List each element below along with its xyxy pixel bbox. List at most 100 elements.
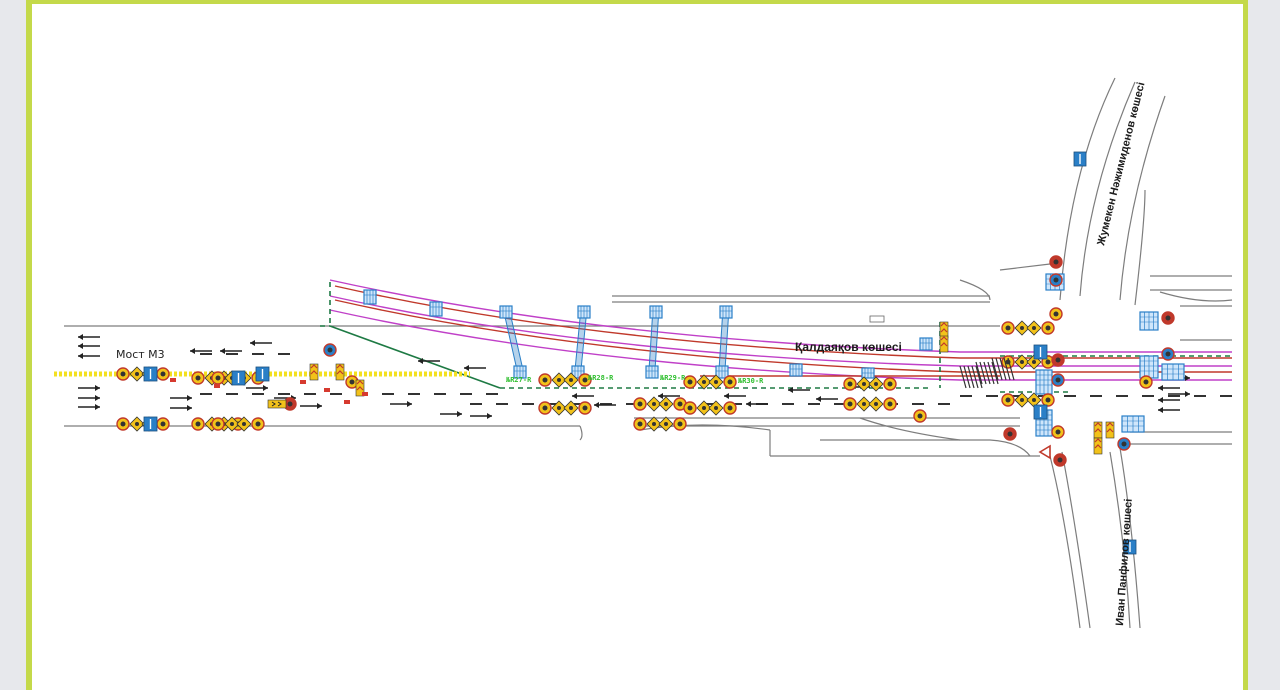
warning-sign-icon xyxy=(708,374,724,390)
warning-sign-icon xyxy=(1026,320,1042,336)
arrow-left-icon xyxy=(1158,385,1180,391)
speed-limit-icon xyxy=(1041,393,1055,407)
stop-label-r28: №R28-R xyxy=(587,374,614,382)
speed-limit-icon xyxy=(578,373,592,387)
info-sign-icon xyxy=(143,366,158,382)
arrow-right-icon xyxy=(470,413,492,419)
info-sign-icon xyxy=(255,366,270,382)
screen-edge-left xyxy=(0,0,26,690)
warning-sign-icon xyxy=(551,400,567,416)
speed-limit-icon xyxy=(683,401,697,415)
chevron-marker-icon xyxy=(1093,437,1103,455)
chevron-board-icon xyxy=(267,399,287,409)
tram-lines xyxy=(329,279,1232,381)
crosswalk-icon xyxy=(959,365,983,389)
platform-icon xyxy=(1161,363,1185,381)
speed-limit-icon xyxy=(116,417,130,431)
barrier-icon xyxy=(170,378,176,382)
platform-icon xyxy=(1035,369,1053,395)
parking-icon xyxy=(869,315,885,323)
platform-icon xyxy=(715,365,729,379)
platform-icon xyxy=(919,337,933,351)
speed-limit-icon xyxy=(1049,307,1063,321)
arrow-left-icon xyxy=(78,343,100,349)
warning-sign-icon xyxy=(658,416,674,432)
no-entry-icon xyxy=(1053,453,1067,467)
arrow-right-icon xyxy=(440,411,462,417)
speed-limit-icon xyxy=(578,401,592,415)
platform-icon xyxy=(789,363,803,377)
barrier-icon xyxy=(324,388,330,392)
platform-icon xyxy=(1139,311,1159,331)
speed-limit-icon xyxy=(211,417,225,431)
info-sign-icon xyxy=(231,370,246,386)
zone-diagonal xyxy=(329,325,501,389)
info-sign-icon xyxy=(1073,151,1087,167)
warning-sign-icon xyxy=(129,366,145,382)
speed-limit-icon xyxy=(1117,437,1131,451)
street-label-panfilov: Иван Панфилов көшесі xyxy=(1114,498,1135,626)
no-entry-icon xyxy=(1003,427,1017,441)
arrow-left-icon xyxy=(572,393,594,399)
platform-icon xyxy=(1139,355,1159,379)
speed-limit-icon xyxy=(723,375,737,389)
yield-sign-icon xyxy=(1038,444,1051,460)
platform-icon xyxy=(1121,415,1145,433)
warning-sign-icon xyxy=(129,416,145,432)
arrow-left-icon xyxy=(78,353,100,359)
speed-limit-icon xyxy=(633,417,647,431)
warning-sign-icon xyxy=(696,400,712,416)
warning-sign-icon xyxy=(563,372,579,388)
arrow-left-icon xyxy=(658,393,680,399)
no-entry-icon xyxy=(283,397,297,411)
arrow-left-icon xyxy=(816,396,838,402)
info-sign-icon xyxy=(143,416,158,432)
speed-limit-icon xyxy=(1161,347,1175,361)
platform-icon xyxy=(645,365,659,379)
barrier-icon xyxy=(344,400,350,404)
platform-icon xyxy=(499,305,513,319)
speed-limit-icon xyxy=(116,367,130,381)
stop-label-r27: №R27-R xyxy=(505,376,532,384)
info-sign-icon xyxy=(1033,344,1048,360)
arrow-left-icon xyxy=(746,401,768,407)
warning-sign-icon xyxy=(696,374,712,390)
arrow-left-icon xyxy=(594,402,616,408)
warning-sign-icon xyxy=(236,416,252,432)
arrow-right-icon xyxy=(170,405,192,411)
speed-limit-icon xyxy=(883,377,897,391)
arrow-right-icon xyxy=(78,404,100,410)
arrow-left-icon xyxy=(418,358,440,364)
platform-icon xyxy=(577,305,591,319)
arrow-left-icon xyxy=(78,334,100,340)
warning-sign-icon xyxy=(563,400,579,416)
speed-limit-icon xyxy=(1041,321,1055,335)
platform-icon xyxy=(861,367,875,379)
crosswalk-icon xyxy=(991,357,1015,381)
crosswalk-icon xyxy=(975,361,999,385)
chevron-marker-icon xyxy=(309,363,319,381)
south-street xyxy=(1049,305,1232,629)
arrow-left-icon xyxy=(250,340,272,346)
warning-sign-icon xyxy=(551,372,567,388)
arrow-right-icon xyxy=(390,401,412,407)
speed-limit-icon xyxy=(1001,355,1015,369)
speed-limit-icon xyxy=(191,371,205,385)
warning-sign-icon xyxy=(856,376,872,392)
platform-icon xyxy=(719,305,733,319)
bridge-label: Мост М3 xyxy=(116,348,165,361)
speed-limit-icon xyxy=(538,401,552,415)
chevron-marker-icon xyxy=(1105,421,1115,439)
warning-sign-icon xyxy=(646,396,662,412)
speed-limit-icon xyxy=(1051,425,1065,439)
speed-limit-icon xyxy=(251,417,265,431)
speed-limit-icon xyxy=(156,367,170,381)
speed-limit-icon xyxy=(633,397,647,411)
arrow-left-icon xyxy=(724,393,746,399)
speed-limit-icon xyxy=(1049,273,1063,287)
speed-limit-icon xyxy=(673,417,687,431)
barrier-icon xyxy=(362,392,368,396)
speed-limit-icon xyxy=(323,343,337,357)
no-entry-icon xyxy=(1051,353,1065,367)
